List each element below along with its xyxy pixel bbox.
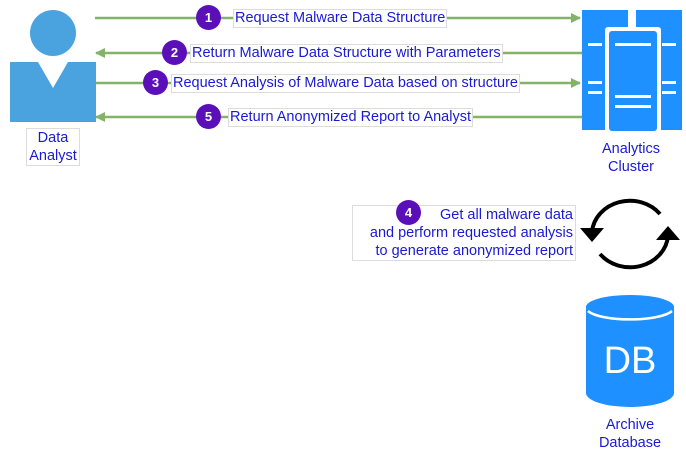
data-analyst-icon [10, 10, 96, 122]
step-2-badge: 2 [162, 40, 187, 65]
step-4-label: Get all malware data and perform request… [352, 205, 576, 261]
step-2-label: Return Malware Data Structure with Param… [190, 44, 503, 63]
archive-database-icon: DB [586, 295, 674, 407]
database-icon-text: DB [604, 340, 657, 382]
step-4-badge: 4 [396, 200, 421, 225]
step-5-badge: 5 [196, 104, 221, 129]
step-3-badge: 3 [143, 70, 168, 95]
analytics-cluster-label: Analytics Cluster [594, 140, 668, 176]
step-5-label: Return Anonymized Report to Analyst [228, 108, 473, 127]
step-3-label: Request Analysis of Malware Data based o… [171, 74, 520, 93]
data-analyst-label: Data Analyst [26, 128, 80, 166]
step-1-label: Request Malware Data Structure [233, 9, 448, 28]
step-1-badge: 1 [196, 5, 221, 30]
process-cycle-icon [580, 198, 680, 270]
analytics-cluster-icon [582, 10, 682, 133]
archive-database-label: Archive Database [588, 416, 672, 452]
